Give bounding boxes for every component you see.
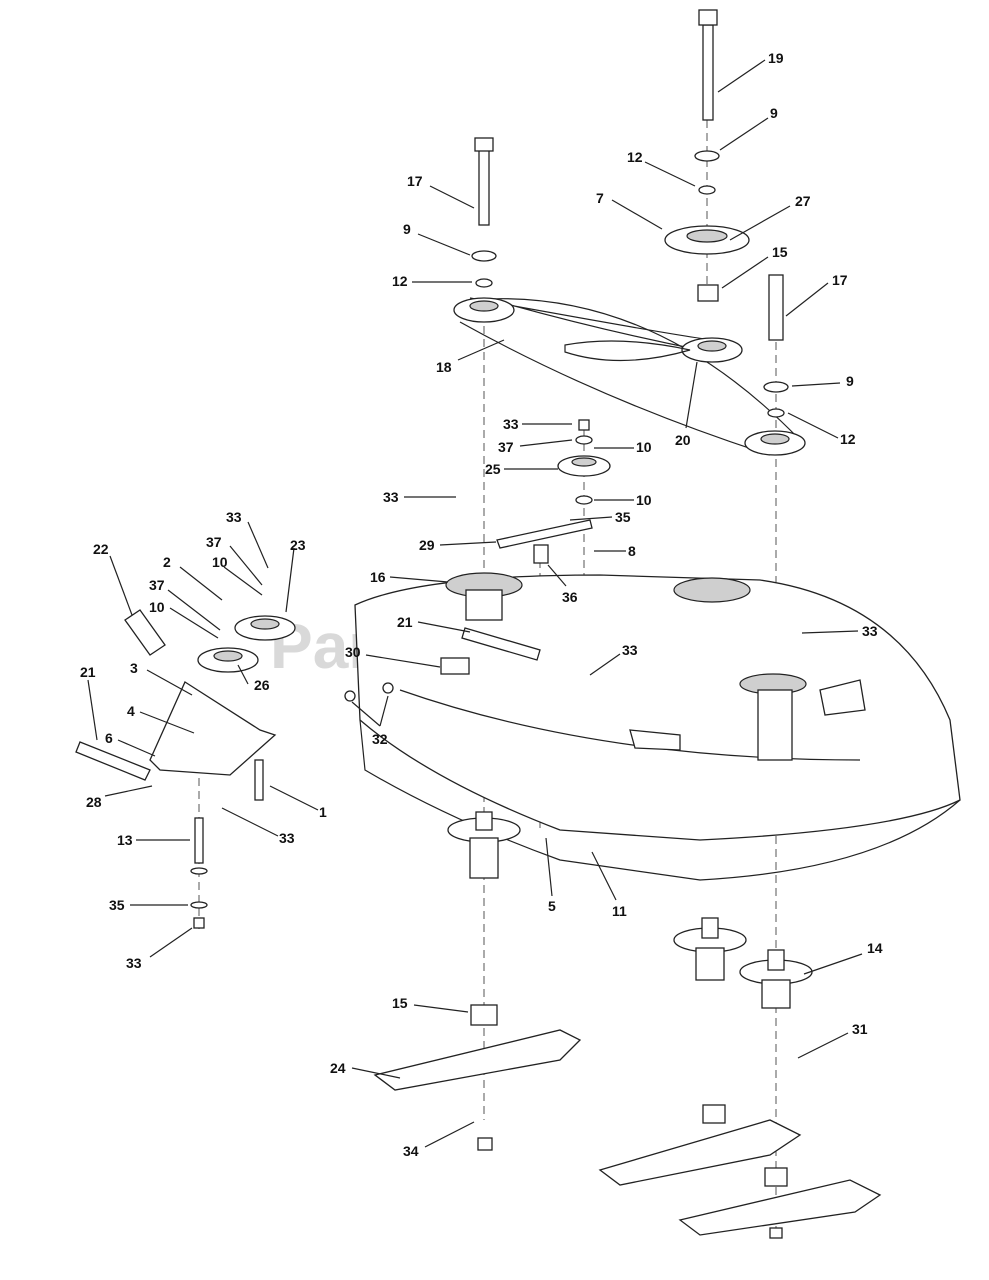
callout-7: 7 xyxy=(596,190,604,206)
callout-3: 3 xyxy=(130,660,138,676)
callout-12: 12 xyxy=(392,273,408,289)
callout-33: 33 xyxy=(226,509,242,525)
callout-28: 28 xyxy=(86,794,102,810)
callout-5: 5 xyxy=(548,898,556,914)
callout-23: 23 xyxy=(290,537,306,553)
callout-29: 29 xyxy=(419,537,435,553)
callout-15: 15 xyxy=(772,244,788,260)
callout-17: 17 xyxy=(832,272,848,288)
callout-31: 31 xyxy=(852,1021,868,1037)
callout-35: 35 xyxy=(109,897,125,913)
hardware xyxy=(344,9,789,702)
callout-33: 33 xyxy=(126,955,142,971)
callout-36: 36 xyxy=(562,589,578,605)
callout-20: 20 xyxy=(675,432,691,448)
callout-21: 21 xyxy=(397,614,413,630)
belt-drive xyxy=(453,225,806,477)
callout-11: 11 xyxy=(612,903,627,919)
callout-16: 16 xyxy=(370,569,386,585)
callout-35: 35 xyxy=(615,509,631,525)
callout-33: 33 xyxy=(622,642,638,658)
callout-19: 19 xyxy=(768,50,784,66)
callout-9: 9 xyxy=(846,373,854,389)
spindles xyxy=(447,811,813,1239)
callouts: 19 9 12 7 27 15 17 17 9 12 18 20 9 12 33… xyxy=(80,50,883,1159)
callout-14: 14 xyxy=(867,940,883,956)
callout-6: 6 xyxy=(105,730,113,746)
callout-17: 17 xyxy=(407,173,423,189)
callout-10: 10 xyxy=(636,492,652,508)
callout-33: 33 xyxy=(279,830,295,846)
callout-12: 12 xyxy=(840,431,856,447)
callout-9: 9 xyxy=(403,221,411,237)
idler-arm-assembly xyxy=(75,609,296,929)
mower-deck xyxy=(354,572,961,881)
callout-8: 8 xyxy=(628,543,636,559)
callout-33: 33 xyxy=(862,623,878,639)
callout-34: 34 xyxy=(403,1143,419,1159)
callout-33: 33 xyxy=(503,416,519,432)
callout-37: 37 xyxy=(498,439,514,455)
callout-22: 22 xyxy=(93,541,109,557)
callout-25: 25 xyxy=(485,461,501,477)
callout-13: 13 xyxy=(117,832,133,848)
callout-12: 12 xyxy=(627,149,643,165)
callout-26: 26 xyxy=(254,677,270,693)
callout-37: 37 xyxy=(149,577,165,593)
callout-33: 33 xyxy=(383,489,399,505)
callout-30: 30 xyxy=(345,644,361,660)
callout-1: 1 xyxy=(319,804,327,820)
callout-24: 24 xyxy=(330,1060,346,1076)
callout-32: 32 xyxy=(372,731,388,747)
callout-37: 37 xyxy=(206,534,222,550)
callout-2: 2 xyxy=(163,554,171,570)
callout-27: 27 xyxy=(795,193,811,209)
callout-10: 10 xyxy=(149,599,165,615)
callout-18: 18 xyxy=(436,359,452,375)
blades xyxy=(373,1029,882,1236)
callout-15: 15 xyxy=(392,995,408,1011)
callout-9: 9 xyxy=(770,105,778,121)
callout-21: 21 xyxy=(80,664,96,680)
callout-4: 4 xyxy=(127,703,135,719)
callout-10: 10 xyxy=(212,554,228,570)
callout-10: 10 xyxy=(636,439,652,455)
